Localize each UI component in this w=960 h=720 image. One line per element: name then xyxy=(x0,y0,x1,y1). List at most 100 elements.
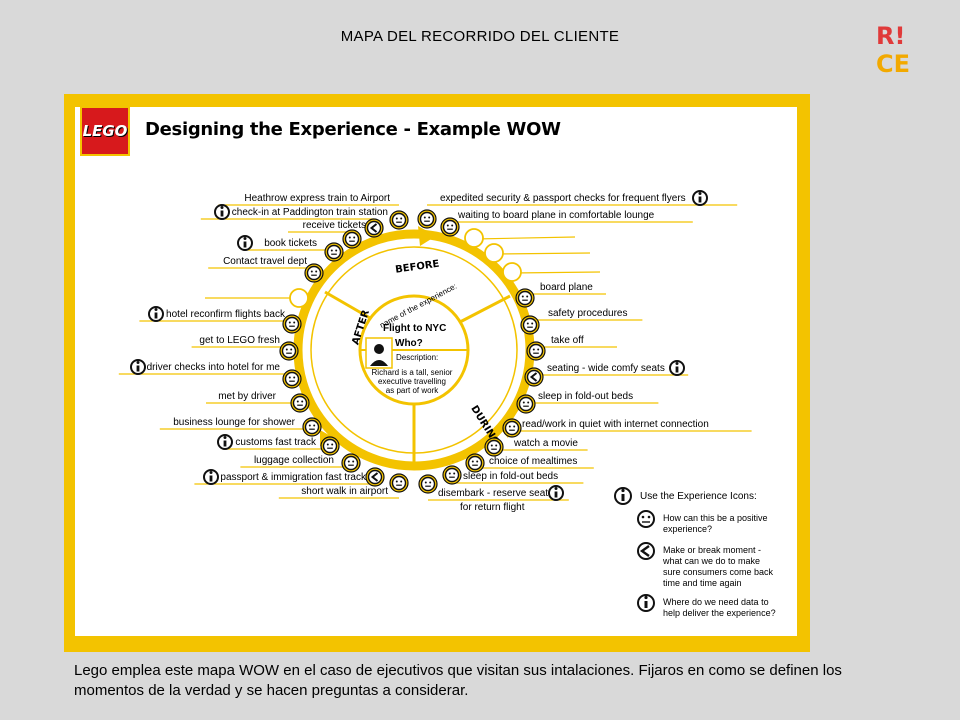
right-item-label: sleep in fold-out beds xyxy=(538,391,633,402)
right-item-label: safety procedures xyxy=(548,308,628,319)
rce-logo: R! CE xyxy=(876,22,910,76)
right-item: read/work in quiet with internet connect… xyxy=(502,418,752,438)
left-item: short walk in airport xyxy=(278,473,409,499)
right-item: take off xyxy=(526,335,617,361)
lego-logo-text: LEGO xyxy=(82,122,128,140)
info-icon xyxy=(237,235,253,251)
description-label: Description: xyxy=(396,353,438,362)
smiley-node-icon xyxy=(389,210,409,230)
empty-node-icon xyxy=(464,228,484,248)
empty-node-icon xyxy=(502,262,522,282)
right-item: seating - wide comfy seats xyxy=(524,360,689,387)
right-item-label: seating - wide comfy seats xyxy=(547,363,665,374)
right-item: expedited security & passport checks for… xyxy=(417,190,738,229)
right-item-label: waiting to board plane in comfortable lo… xyxy=(457,210,655,221)
right-item-label: watch a movie xyxy=(513,438,578,449)
segment-before-label: BEFORE xyxy=(395,259,441,276)
legend-smiley-line-1: How can this be a positive xyxy=(663,513,768,523)
right-item: disembark - reserve seat xyxy=(418,474,569,501)
right-item-label: sleep in fold-out beds xyxy=(463,471,558,482)
left-item-label: met by driver xyxy=(218,391,276,402)
legend: Use the Experience Icons: How can this b… xyxy=(614,487,776,618)
smiley-node-icon xyxy=(515,288,535,308)
legend-title: Use the Experience Icons: xyxy=(640,491,757,502)
right-item-label: for return flight xyxy=(460,502,525,513)
legend-chevron-line-3: sure consumers come back xyxy=(663,567,774,577)
info-icon xyxy=(130,359,146,375)
left-item: customs fast track xyxy=(217,434,340,456)
legend-smiley-icon xyxy=(637,510,655,528)
chevron-node-icon xyxy=(365,467,385,487)
card-title: Designing the Experience - Example WOW xyxy=(145,119,561,140)
legend-chevron-line-4: time and time again xyxy=(663,578,742,588)
smiley-node-icon xyxy=(516,394,536,414)
right-item-label: read/work in quiet with internet connect… xyxy=(522,419,709,430)
smiley-node-icon xyxy=(282,314,302,334)
description-line-3: as part of work xyxy=(386,386,439,395)
right-item: watch a movie xyxy=(484,437,588,457)
smiley-node-icon xyxy=(304,263,324,283)
left-item-label: get to LEGO fresh xyxy=(199,335,280,346)
left-item-label: driver checks into hotel for me xyxy=(147,362,281,373)
legend-title-info-icon xyxy=(614,487,632,505)
left-item: Heathrow express train to Airport xyxy=(218,193,409,230)
smiley-node-icon xyxy=(290,393,310,413)
smiley-node-icon xyxy=(320,436,340,456)
left-item: business lounge for shower xyxy=(159,417,322,437)
smiley-node-icon xyxy=(440,217,460,237)
left-item: met by driver xyxy=(206,391,310,413)
smiley-node-icon xyxy=(282,369,302,389)
left-item: get to LEGO fresh xyxy=(191,335,299,361)
smiley-node-icon xyxy=(302,417,322,437)
smiley-node-icon xyxy=(442,465,462,485)
left-item-label: Heathrow express train to Airport xyxy=(244,193,390,204)
info-icon xyxy=(217,434,233,450)
smiley-node-icon xyxy=(526,341,546,361)
spoke-left xyxy=(324,290,371,320)
arrow-before xyxy=(418,226,436,246)
right-item: waiting to board plane in comfortable lo… xyxy=(440,210,693,237)
info-icon xyxy=(214,204,230,220)
legend-chevron-line-1: Make or break moment - xyxy=(663,545,761,555)
description-line-2: executive travelling xyxy=(378,377,446,386)
left-item-label: luggage collection xyxy=(254,455,334,466)
left-item-label: Contact travel dept xyxy=(223,256,307,267)
slide-title: MAPA DEL RECORRIDO DEL CLIENTE xyxy=(340,28,620,45)
right-item-label: choice of mealtimes xyxy=(489,456,577,467)
left-item-label: receive tickets xyxy=(303,220,366,231)
left-item: hotel reconfirm flights back xyxy=(139,306,302,334)
left-item-label: passport & immigration fast track xyxy=(220,472,367,483)
right-item: sleep in fold-out beds xyxy=(442,465,584,485)
right-empty-slots xyxy=(464,228,601,282)
info-icon xyxy=(548,485,564,501)
legend-chevron-line-2: what can we do to make xyxy=(662,556,760,566)
right-item: board plane xyxy=(515,282,606,308)
left-item-label: book tickets xyxy=(264,238,317,249)
smiley-node-icon xyxy=(279,341,299,361)
chevron-node-icon xyxy=(364,218,384,238)
legend-smiley-line-2: experience? xyxy=(663,524,712,534)
left-item: passport & immigration fast track xyxy=(194,467,385,487)
lego-logo: LEGO xyxy=(80,106,130,156)
info-icon xyxy=(692,190,708,206)
smiley-node-icon xyxy=(520,315,540,335)
spoke-right xyxy=(459,294,511,324)
legend-info-line-1: Where do we need data to xyxy=(663,597,769,607)
empty-node-icon xyxy=(289,288,309,308)
rce-logo-line1: R! xyxy=(876,22,905,50)
left-item: luggage collection xyxy=(240,453,361,473)
left-item: check-in at Paddington train station xyxy=(200,204,388,238)
left-item: book tickets xyxy=(237,235,344,262)
info-icon xyxy=(669,360,685,376)
smiley-node-icon xyxy=(484,437,504,457)
slide-caption: Lego emplea este mapa WOW en el caso de … xyxy=(74,662,842,699)
right-item-label: expedited security & passport checks for… xyxy=(440,193,686,204)
right-item: safety procedures xyxy=(520,308,643,335)
experience-name: Flight to NYC xyxy=(383,323,446,334)
left-item-label: customs fast track xyxy=(235,437,317,448)
smiley-node-icon xyxy=(418,474,438,494)
legend-info-line-2: help deliver the experience? xyxy=(663,608,776,618)
right-item: for return flight xyxy=(460,502,525,513)
person-icon xyxy=(365,337,393,369)
left-item: Contact travel dept xyxy=(208,256,324,283)
